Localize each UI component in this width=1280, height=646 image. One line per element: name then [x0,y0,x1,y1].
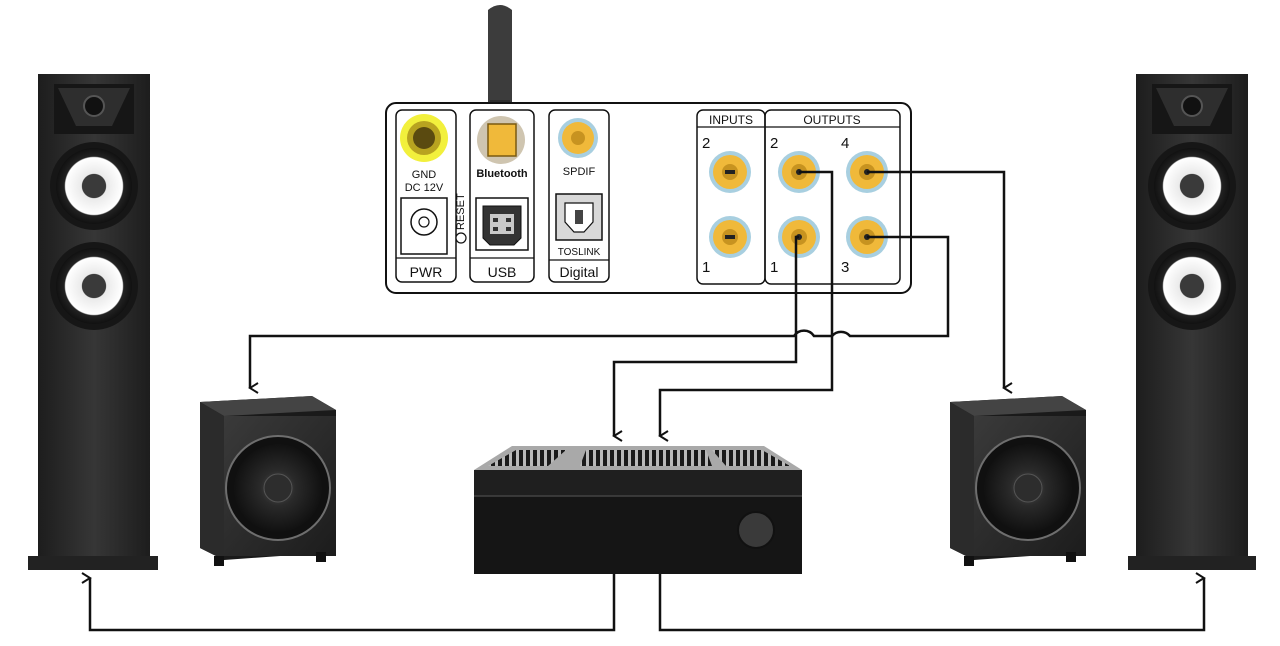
left-tower-woofer-top [50,142,138,230]
dc-voltage-label: DC 12V [405,182,444,194]
pwr-label: PWR [410,264,443,280]
amplifier [474,446,802,574]
right-tower-tweeter [1152,84,1232,134]
input-2-number: 2 [702,135,710,152]
cable-amplifier-to-right-tower [658,572,1206,632]
usb-section: Bluetooth USB [469,109,535,283]
toslink-port-icon[interactable] [555,193,603,241]
cable-output-2-to-amplifier [658,170,834,442]
inputs-section: INPUTS 2 1 [696,109,766,285]
cable-output-1-to-amplifier [612,235,799,442]
right-tower-speaker [1128,74,1256,570]
usb-label: USB [488,264,517,280]
reset-button[interactable]: RESET [455,193,467,244]
right-tower-woofer-top [1148,142,1236,230]
digital-label: Digital [560,264,599,280]
spdif-label: SPDIF [563,166,596,178]
cable-output-4-to-right-subwoofer [867,170,1013,394]
dc-jack-icon[interactable] [400,197,448,255]
toslink-label: TOSLINK [558,247,601,258]
spdif-coax-jack[interactable] [558,118,598,158]
left-tower-tweeter [54,84,134,134]
cable-amplifier-to-left-tower [81,572,616,632]
input-2-rca-jack[interactable] [709,151,751,193]
bluetooth-label: Bluetooth [476,168,528,180]
dsp-unit: GND DC 12V PWR RESET Bluetooth [385,5,912,294]
pwr-section: GND DC 12V PWR [395,109,457,283]
right-tower-woofer-bottom [1148,242,1236,330]
amplifier-volume-knob [737,511,775,549]
input-1-rca-jack[interactable] [709,216,751,258]
outputs-section: OUTPUTS 2 4 1 3 [764,109,901,285]
left-tower-speaker [28,74,158,570]
inputs-title: INPUTS [709,113,753,127]
input-1-number: 1 [702,259,710,276]
reset-label: RESET [455,193,467,230]
output-2-number: 2 [770,135,778,152]
output-4-number: 4 [841,135,849,152]
bluetooth-antenna-connector[interactable] [487,123,517,157]
gnd-label: GND [412,169,437,181]
usb-b-port-icon[interactable] [475,197,529,251]
output-1-number: 1 [770,259,778,276]
digital-section: SPDIF TOSLINK Digital [548,109,610,283]
outputs-title: OUTPUTS [803,113,860,127]
right-subwoofer [950,396,1086,566]
antenna-icon [488,5,512,114]
left-subwoofer [200,396,336,566]
left-tower-woofer-bottom [50,242,138,330]
output-3-number: 3 [841,259,849,276]
